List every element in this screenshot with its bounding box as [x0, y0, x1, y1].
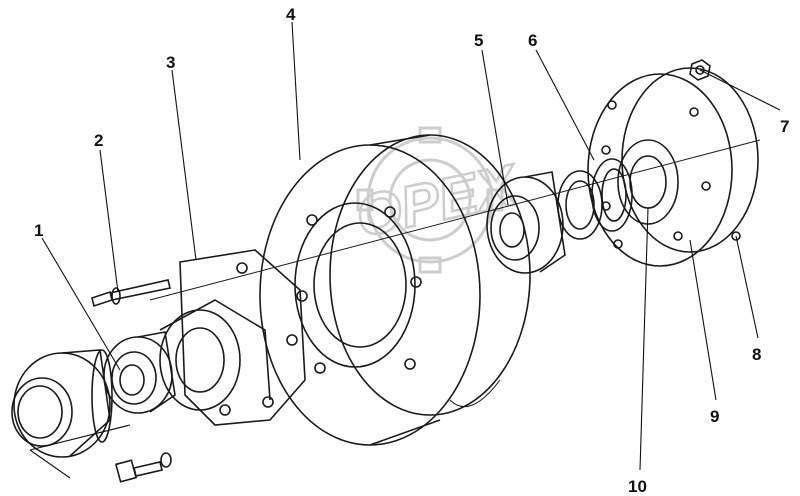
callout-8: 8 — [752, 345, 761, 364]
brake-drum — [259, 134, 531, 446]
backing-plate — [587, 67, 759, 267]
leader-lines — [41, 21, 781, 471]
callout-9: 9 — [710, 407, 719, 426]
wheel-hub — [159, 249, 306, 426]
callout-6: 6 — [528, 31, 537, 50]
cap-bolt — [114, 452, 172, 483]
callout-1-left: 1 — [34, 221, 43, 240]
callout-3: 3 — [166, 53, 175, 72]
axis-line — [149, 139, 761, 301]
callout-5: 5 — [474, 31, 483, 50]
hub-cap — [11, 349, 131, 479]
left-bearing — [103, 331, 176, 414]
callout-2: 2 — [94, 131, 103, 150]
wheel-stud — [91, 279, 171, 308]
callout-7: 7 — [780, 117, 789, 136]
callout-1-top: 4 — [286, 5, 296, 24]
callout-10: 10 — [628, 477, 647, 496]
flange-nut — [689, 59, 711, 81]
